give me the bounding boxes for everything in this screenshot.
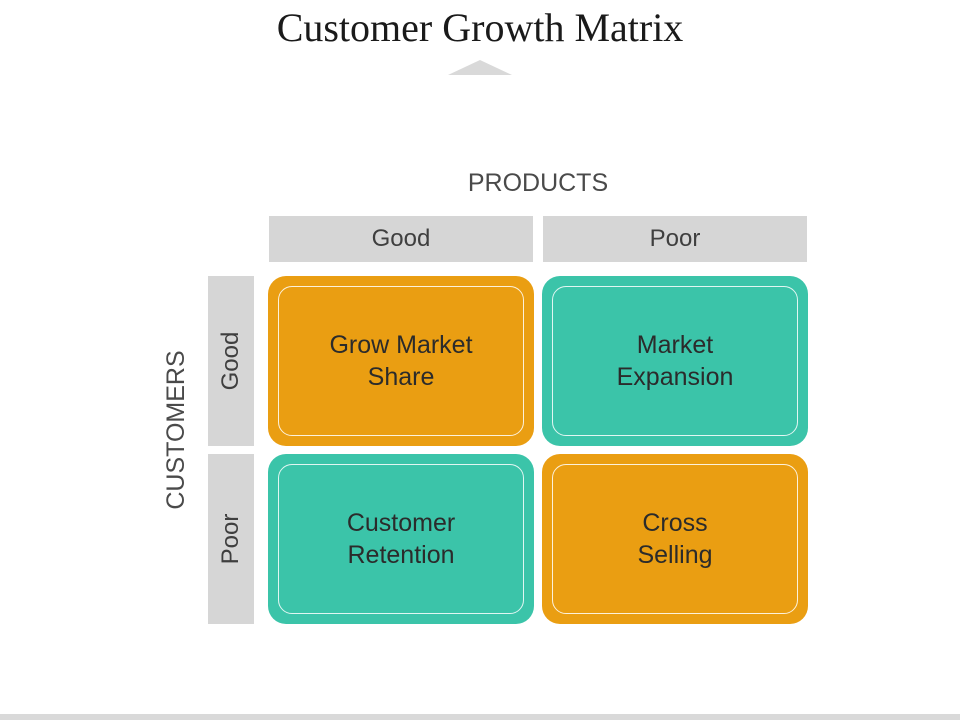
quadrant-text: Customer Retention [288,454,514,624]
quadrant-inner-border [552,464,798,614]
quadrant-customer-retention: Customer Retention [268,454,534,624]
quadrant-cross-selling: Cross Selling [542,454,808,624]
quadrant-grow-market-share: Grow Market Share [268,276,534,446]
products-axis-label: PRODUCTS [467,169,609,197]
quadrant-inner-border [552,286,798,436]
row-header-poor: Poor [208,454,254,624]
title-notch-decoration [448,60,512,75]
quadrant-text: Grow Market Share [288,276,514,446]
quadrant-text-line1: Grow Market [329,331,473,359]
column-header-poor: Poor [543,216,807,262]
quadrant-text-line2: Expansion [616,363,734,391]
row-header-good-label: Good [217,331,244,391]
quadrant-market-expansion: Market Expansion [542,276,808,446]
quadrant-text-line1: Customer [346,509,456,537]
page-title: Customer Growth Matrix [276,5,684,50]
bottom-divider [0,714,960,720]
quadrant-text-line1: Market [636,331,714,359]
quadrant-text-line2: Retention [347,541,455,569]
quadrant-text: Cross Selling [562,454,788,624]
customers-axis-label: CUSTOMERS [162,350,190,510]
quadrant-inner-border [278,286,524,436]
row-header-good: Good [208,276,254,446]
quadrant-inner-border [278,464,524,614]
quadrant-text-line2: Share [367,363,435,391]
quadrant-text: Market Expansion [562,276,788,446]
quadrant-text-line1: Cross [642,509,708,537]
quadrant-text-line2: Selling [637,541,713,569]
row-header-poor-label: Poor [217,513,244,565]
column-header-good: Good [269,216,533,262]
